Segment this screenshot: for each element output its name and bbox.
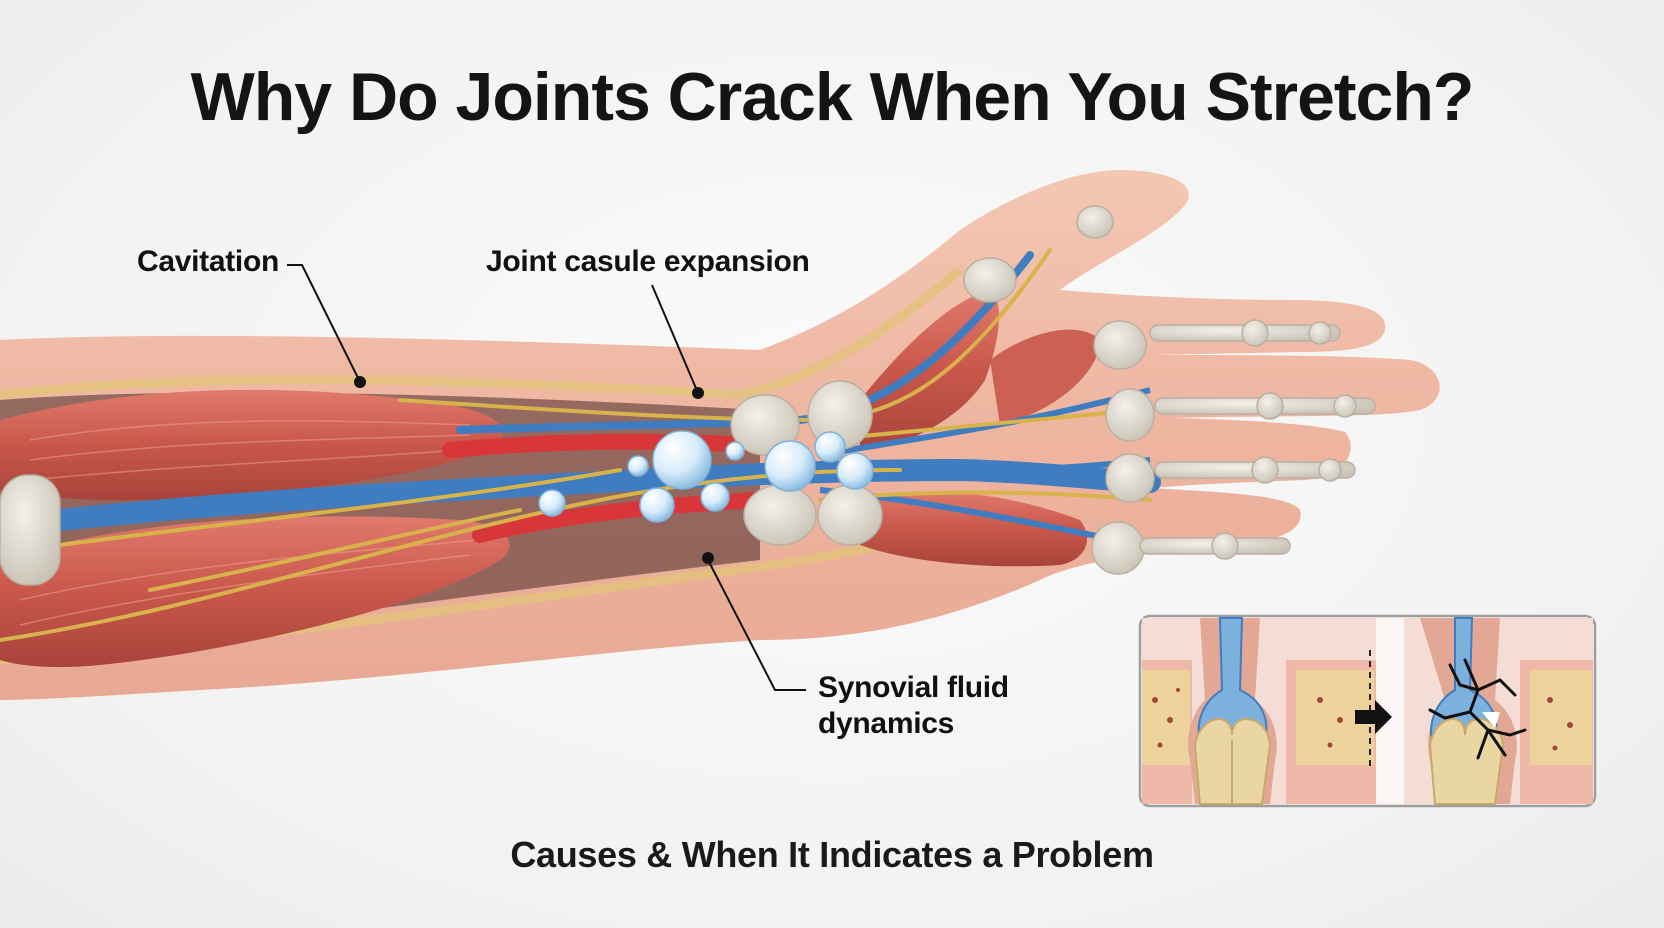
vein-main xyxy=(49,458,1161,531)
healthy-joint xyxy=(1142,617,1376,805)
cavitation-bubbles xyxy=(538,430,874,523)
joint-comparison-inset xyxy=(1138,614,1597,808)
palm-muscle xyxy=(990,329,1100,425)
arrow-right-icon xyxy=(1355,700,1392,734)
vein-finger-1 xyxy=(819,387,1151,458)
page-subtitle: Causes & When It Indicates a Problem xyxy=(510,834,1154,875)
upper-forearm-muscle xyxy=(0,389,503,501)
damaged-joint xyxy=(1404,617,1593,805)
leader-dots xyxy=(354,376,714,564)
leader-lines xyxy=(287,264,806,691)
bones xyxy=(0,205,1376,586)
label-synovial-line-2: dynamics xyxy=(818,707,954,740)
label-synovial-fluid-dynamics: Synovial fluid dynamics xyxy=(818,670,1038,742)
label-cavitation: Cavitation xyxy=(137,245,280,278)
fat-layer-top xyxy=(0,266,963,400)
label-joint-capsule-expansion: Joint casule expansion xyxy=(486,245,810,278)
label-synovial-line-1: Synovial fluid xyxy=(818,671,1009,704)
crack-lines xyxy=(1428,658,1527,760)
hand-flexor-muscle xyxy=(860,491,1088,567)
page-title: Why Do Joints Crack When You Stretch? xyxy=(190,59,1475,135)
